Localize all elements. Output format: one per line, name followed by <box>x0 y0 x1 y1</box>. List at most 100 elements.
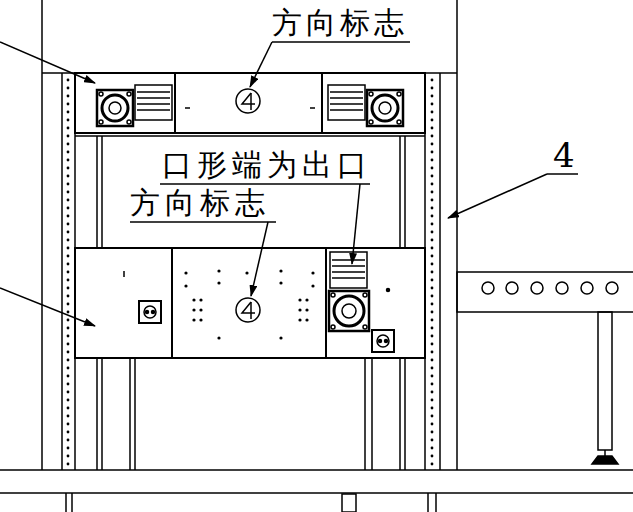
bottom-module <box>75 248 425 358</box>
hole <box>67 351 70 354</box>
louver <box>328 85 365 120</box>
hole <box>67 367 70 370</box>
hole <box>431 207 434 210</box>
hole <box>431 191 434 194</box>
hole <box>431 399 434 402</box>
hole <box>67 287 70 290</box>
hole <box>431 231 434 234</box>
hole <box>67 247 70 250</box>
hole <box>305 298 308 301</box>
hole <box>298 298 301 301</box>
hole <box>67 263 70 266</box>
louver <box>330 252 367 288</box>
hole <box>431 79 434 82</box>
hole <box>67 359 70 362</box>
hole <box>67 455 70 458</box>
hole <box>67 231 70 234</box>
hole <box>67 303 70 306</box>
connector <box>139 301 161 323</box>
motor <box>329 291 369 331</box>
hole <box>431 415 434 418</box>
hole <box>431 247 434 250</box>
callout-number: 4 <box>553 138 575 172</box>
hole <box>67 415 70 418</box>
hole <box>67 167 70 170</box>
hole <box>67 463 70 466</box>
hole <box>431 335 434 338</box>
hole <box>67 159 70 162</box>
hole <box>67 191 70 194</box>
callout-label: 方向标志 <box>130 188 270 218</box>
hole <box>431 103 434 106</box>
hole <box>67 343 70 346</box>
louver <box>135 85 172 120</box>
hole <box>67 87 70 90</box>
hole <box>192 318 195 321</box>
hole <box>431 439 434 442</box>
hole <box>431 375 434 378</box>
hole <box>431 239 434 242</box>
hole <box>431 183 434 186</box>
hole <box>431 351 434 354</box>
hole <box>311 271 314 274</box>
hole <box>67 407 70 410</box>
hole <box>67 175 70 178</box>
hole <box>431 463 434 466</box>
hole <box>431 159 434 162</box>
hole <box>67 327 70 330</box>
hole <box>199 298 202 301</box>
hole <box>67 119 70 122</box>
hole <box>199 318 202 321</box>
hole <box>431 199 434 202</box>
hole <box>67 143 70 146</box>
hole <box>67 447 70 450</box>
hole <box>67 127 70 130</box>
hole <box>431 383 434 386</box>
hole <box>279 281 282 284</box>
connector <box>372 330 394 352</box>
hole <box>431 447 434 450</box>
hole <box>67 391 70 394</box>
callout-label: 方向标志 <box>272 8 408 38</box>
hole <box>67 383 70 386</box>
hole <box>431 151 434 154</box>
hole <box>431 431 434 434</box>
hole <box>305 308 308 311</box>
hole <box>67 103 70 106</box>
hole <box>431 359 434 362</box>
hole <box>431 175 434 178</box>
hole <box>279 269 282 272</box>
hole <box>217 281 220 284</box>
hole <box>431 295 434 298</box>
hole <box>192 308 195 311</box>
hole <box>431 391 434 394</box>
hole <box>184 271 187 274</box>
roller-conveyor <box>457 272 633 464</box>
hole <box>67 423 70 426</box>
hole <box>217 336 220 339</box>
hole <box>431 279 434 282</box>
hole <box>67 199 70 202</box>
mounting-holes <box>67 79 434 466</box>
hole <box>431 287 434 290</box>
hole <box>431 143 434 146</box>
hole <box>431 327 434 330</box>
hole <box>67 183 70 186</box>
note-label: 口形端为出口 <box>162 150 372 180</box>
hole <box>67 431 70 434</box>
hole <box>67 223 70 226</box>
hole <box>431 167 434 170</box>
hole <box>67 95 70 98</box>
motor <box>97 90 133 126</box>
hole <box>431 87 434 90</box>
hole <box>217 269 220 272</box>
hole <box>67 375 70 378</box>
hole <box>431 367 434 370</box>
hole <box>279 336 282 339</box>
hole <box>431 111 434 114</box>
direction-symbol <box>236 89 260 113</box>
hole <box>67 215 70 218</box>
hole <box>245 271 248 274</box>
hole <box>67 295 70 298</box>
